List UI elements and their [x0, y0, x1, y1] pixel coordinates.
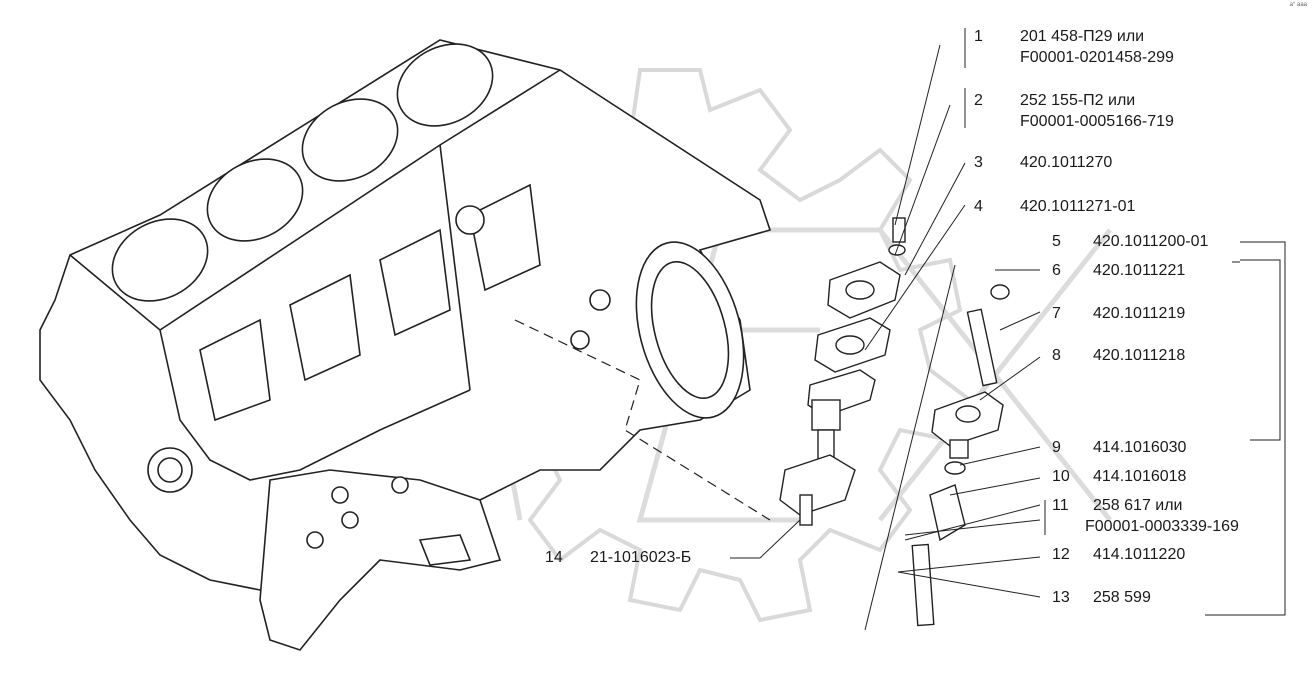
callout-1-alt-part-number: F00001-0201458-299 [1020, 49, 1174, 66]
callout-3-number: 3 [974, 154, 983, 171]
drive-shaft-part [911, 543, 935, 627]
callout-8-part-number: 420.1011218 [1093, 347, 1186, 364]
callout-9-part-number: 414.1016030 [1093, 439, 1187, 456]
callout-2-number: 2 [974, 92, 983, 109]
bolt-part [892, 217, 906, 243]
assembly-dashed-lines [514, 319, 771, 521]
callout-6-number: 6 [1052, 262, 1061, 279]
callout-14-part-number: 21-1016023-Б [590, 549, 692, 566]
callout-9-number: 9 [1052, 439, 1061, 456]
parts-column-right [911, 284, 1010, 627]
callout-1-part-number: 201 458-П29 или [1020, 28, 1145, 45]
callout-13-number: 13 [1052, 589, 1070, 606]
callout-12-number: 12 [1052, 546, 1070, 563]
callout-6-part-number: 420.1011221 [1093, 262, 1186, 279]
parts-column-left [779, 217, 906, 526]
callout-10-number: 10 [1052, 468, 1070, 485]
callout-1-number: 1 [974, 28, 983, 45]
housing-body-part [811, 399, 841, 431]
cover-neck-part [949, 439, 969, 459]
callout-13-part-number: 258 599 [1093, 589, 1151, 606]
callout-5-part-number: 420.1011200-01 [1093, 233, 1209, 250]
callout-5-number: 5 [1052, 233, 1061, 250]
callout-4-number: 4 [974, 198, 983, 215]
shaft-part [799, 494, 813, 526]
leader-lines [730, 28, 1286, 616]
spring-part [966, 308, 998, 387]
callout-7-part-number: 420.1011219 [1093, 305, 1186, 322]
callout-2-alt-part-number: F00001-0005166-719 [1020, 113, 1174, 130]
callout-11-part-number: 258 617 или [1093, 497, 1183, 514]
callout-11-number: 11 [1052, 497, 1069, 514]
callout-11-alt-part-number: F00001-0003339-169 [1085, 518, 1239, 535]
callout-14-number: 14 [545, 549, 563, 566]
callout-3-part-number: 420.1011270 [1020, 154, 1113, 171]
callout-4-part-number: 420.1011271-01 [1020, 198, 1136, 215]
axis-lines [864, 44, 956, 631]
callout-12-part-number: 414.1011220 [1093, 546, 1186, 563]
thrust-washer-part [944, 461, 966, 475]
engine-block [39, 39, 772, 651]
callout-7-number: 7 [1052, 305, 1061, 322]
corner-mark: а° ааа [1289, 2, 1307, 8]
callout-10-part-number: 414.1016018 [1093, 468, 1187, 485]
callout-8-number: 8 [1052, 347, 1061, 364]
callout-2-part-number: 252 155-П2 или [1020, 92, 1136, 109]
ring-part [990, 284, 1010, 300]
base-gasket-part [779, 454, 856, 516]
